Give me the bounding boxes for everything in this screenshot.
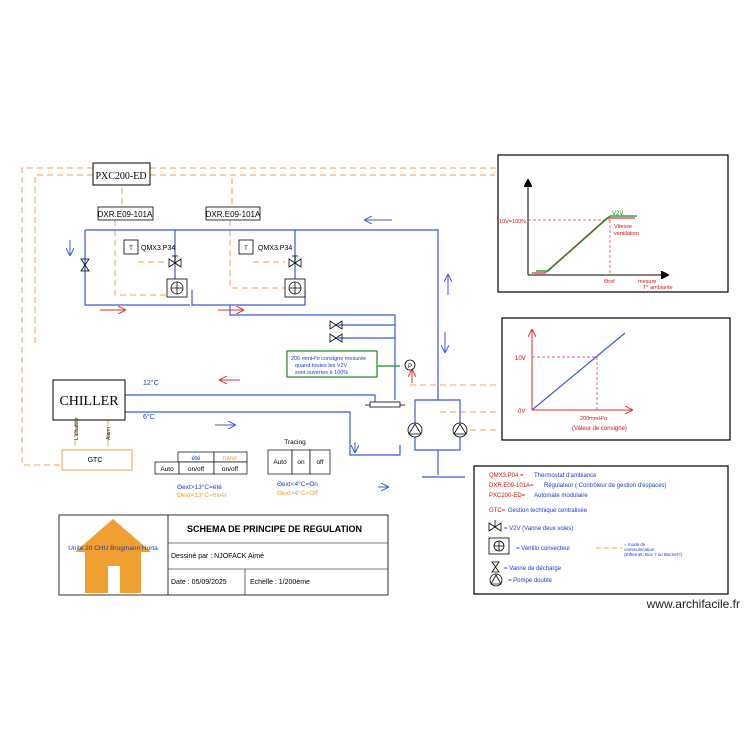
svg-text:10V=100%: 10V=100% <box>499 219 526 225</box>
v2v-valve-1 <box>168 255 182 268</box>
svg-text:Auto: Auto <box>273 459 287 466</box>
chiller: CHILLER L'alisateur Alarm 12°C 6°C <box>52 379 159 440</box>
svg-text:T: T <box>129 246 133 252</box>
svg-text:mesure: mesure <box>638 279 656 285</box>
svg-text:ventilation: ventilation <box>614 231 639 237</box>
svg-text:communication: communication <box>624 547 655 552</box>
svg-text:P: P <box>408 364 412 370</box>
v2v-line <box>536 215 637 272</box>
svg-text:on/off: on/off <box>222 466 238 473</box>
svg-text:V2V: V2V <box>612 211 623 217</box>
svg-text:Alarm: Alarm <box>106 427 112 440</box>
svg-text:T: T <box>244 246 248 252</box>
fan-coil-2 <box>284 278 306 298</box>
svg-text:200mmH²o: 200mmH²o <box>580 416 607 422</box>
svg-text:été: été <box>191 455 200 462</box>
chart-v2v-ventilation: 10V=100% V2V Vitesse ventilation Θref me… <box>497 154 729 293</box>
pxc-controller: PXC200-ED <box>92 162 151 186</box>
collector-valve-1 <box>329 320 343 330</box>
flow-arrows <box>70 220 448 487</box>
svg-text:Θext>13°C=été: Θext>13°C=été <box>177 483 222 491</box>
svg-text:hiver: hiver <box>223 455 238 462</box>
dxr-regulator-1: DXR.E09-101A <box>97 206 154 221</box>
svg-text:10V: 10V <box>515 356 526 362</box>
legend: QMX3.P04 = Thermostat d'ambiance DXR.E09… <box>473 465 729 595</box>
legend-decharge-icon <box>491 561 500 573</box>
svg-text:QMX3.P04 =: QMX3.P04 = <box>489 473 524 479</box>
v2v-valve-2 <box>288 255 302 268</box>
pxc-label: PXC200-ED <box>95 171 146 182</box>
svg-text:Echelle : 1/200ème: Echelle : 1/200ème <box>250 579 310 586</box>
hydraulic-pipes <box>84 229 465 478</box>
svg-text:Tracing: Tracing <box>284 439 306 446</box>
chiller-label: CHILLER <box>59 394 119 409</box>
gtc: GTC <box>61 449 133 471</box>
svg-text:Thermostat d'ambiance: Thermostat d'ambiance <box>534 473 597 479</box>
svg-text:Vitesse: Vitesse <box>614 224 632 230</box>
watermark: www.archifacile.fr <box>646 597 740 611</box>
svg-text:Date : 05/09/2025: Date : 05/09/2025 <box>171 579 227 586</box>
pressure-note: 200 mmH²o consigne mesurée quand toutes … <box>286 350 378 378</box>
svg-text:Automate modulaire: Automate modulaire <box>534 493 588 499</box>
svg-text:= Vanne de décharge: = Vanne de décharge <box>504 566 562 572</box>
fan-coil-1 <box>166 278 188 298</box>
svg-text:SCHEMA DE PRINCIPE DE REGULATI: SCHEMA DE PRINCIPE DE REGULATION <box>187 524 362 534</box>
svg-text:L'alisateur: L'alisateur <box>74 417 80 440</box>
double-pump <box>407 422 468 438</box>
chart-pressure: 10V 0V 200mmH²o (Valeur de consigne) <box>501 317 731 441</box>
svg-text:T° ambiante: T° ambiante <box>643 285 673 291</box>
svg-text:on/off: on/off <box>188 466 204 473</box>
pressure-note-line3: sont ouvertes à 100% <box>295 370 348 376</box>
svg-text:= mode de: = mode de <box>624 542 646 547</box>
house-logo <box>75 519 151 593</box>
svg-text:on: on <box>297 459 305 466</box>
svg-text:DXR.E09-101A=: DXR.E09-101A= <box>489 483 534 489</box>
title-block: Unité 20 CHU Brugmann Horta SCHEMA DE PR… <box>58 514 389 596</box>
bypass-valve <box>80 258 90 272</box>
pressure-note-line1: 200 mmH²o consigne mesurée <box>291 356 366 362</box>
svg-text:0V: 0V <box>518 409 525 415</box>
svg-text:Régulateur ( Contrôleur de ges: Régulateur ( Contrôleur de gestion d'esp… <box>544 483 667 489</box>
svg-text:QMX3.P34: QMX3.P34 <box>258 245 292 252</box>
legend-ventilo-icon <box>488 537 510 555</box>
svg-text:Θext<4°C=On: Θext<4°C=On <box>277 480 318 488</box>
svg-text:= V2V (Vanne deux voies): = V2V (Vanne deux voies) <box>504 526 573 532</box>
thermostat-2: T QMX3.P34 <box>238 239 292 255</box>
temp-hot: 12°C <box>143 379 159 387</box>
dxr-regulator-2: DXR.E09-101A <box>205 206 261 221</box>
pressure-line <box>531 332 626 411</box>
collector-valve-2 <box>329 333 343 343</box>
svg-text:DXR.E09-101A: DXR.E09-101A <box>98 210 153 219</box>
legend-v2v-icon <box>488 520 502 532</box>
legend-pompe-icon <box>489 573 503 587</box>
svg-text:(Ethernet, Bus ? ou Bacnet?): (Ethernet, Bus ? ou Bacnet?) <box>624 552 683 557</box>
svg-text:= Ventilo convecteur: = Ventilo convecteur <box>516 546 570 552</box>
svg-text:GTC=: GTC= <box>489 508 506 514</box>
svg-text:Auto: Auto <box>160 466 174 473</box>
svg-text:Unité 20 CHU Brugmann Horta: Unité 20 CHU Brugmann Horta <box>68 545 158 552</box>
season-mode-table: été hiver Auto on/off on/off Θext>13°C=é… <box>154 451 248 499</box>
pressure-note-line2: quand toutes les V2V <box>295 363 348 369</box>
svg-text:Dessiné par : NJOFACK Aimé: Dessiné par : NJOFACK Aimé <box>171 553 264 560</box>
svg-text:Θext<13°C=hiver: Θext<13°C=hiver <box>177 491 228 499</box>
svg-text:Θref: Θref <box>604 279 615 285</box>
svg-text:GTC: GTC <box>88 457 103 464</box>
collector-bar <box>369 401 401 408</box>
svg-text:Θext>4°C=Off: Θext>4°C=Off <box>277 489 318 497</box>
thermostat-1: T QMX3.P34 <box>123 239 175 255</box>
pressure-sensor: P <box>404 359 416 371</box>
svg-text:= Pompe double: = Pompe double <box>508 578 553 584</box>
svg-text:off: off <box>316 459 323 466</box>
svg-text:DXR.E09-101A: DXR.E09-101A <box>206 210 261 219</box>
svg-text:QMX3.P34: QMX3.P34 <box>141 245 175 252</box>
svg-text:PXC200-ED=: PXC200-ED= <box>489 493 526 499</box>
temp-cold: 6°C <box>143 413 155 421</box>
svg-text:(Valeur de consigne): (Valeur de consigne) <box>572 426 627 432</box>
tracing-table: Tracing Auto on off Θext<4°C=On Θext>4°C… <box>267 439 331 497</box>
svg-text:Gestion technique centralisée: Gestion technique centralisée <box>508 508 588 514</box>
